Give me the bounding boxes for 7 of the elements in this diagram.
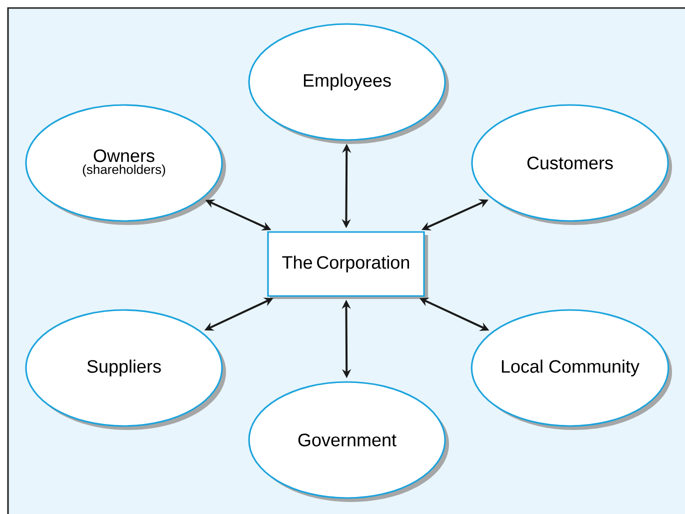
ellipse-node: Local Community [470,309,672,430]
corporation-box: The Corporation [267,231,428,299]
ellipse-node: Owners (shareholders) [25,104,226,225]
ellipse-node: Suppliers [25,309,226,430]
ellipse-node: Customers [471,104,672,225]
ellipse-node: Employees [248,23,449,144]
ellipse-node: Government [248,381,449,502]
